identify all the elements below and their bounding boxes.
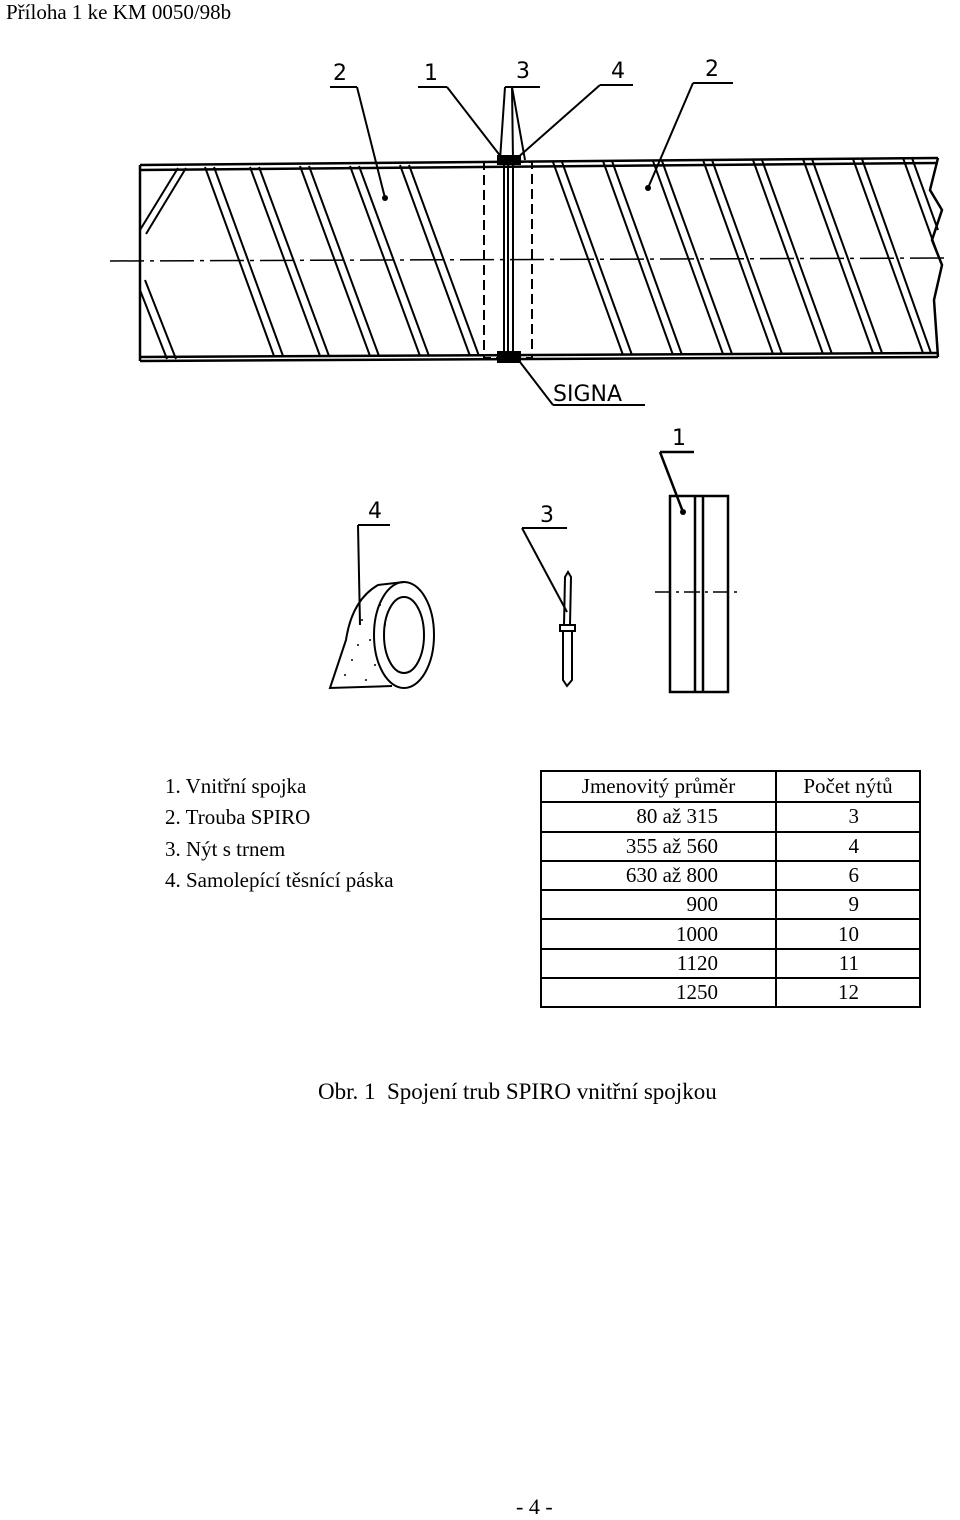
document-header: Příloha 1 ke KM 0050/98b — [6, 0, 232, 24]
cell-rivets: 9 — [775, 889, 921, 921]
inner-coupling — [655, 450, 740, 694]
cell-diameter: 1000 — [540, 918, 777, 950]
legend-item: 4. Samolepící těsnící páska — [165, 867, 394, 892]
tape-dots — [344, 604, 386, 681]
top-callouts — [330, 82, 733, 406]
cell-diameter: 1120 — [540, 947, 777, 980]
legend-item: 3. Nýt s trnem — [165, 836, 286, 861]
cell-rivets: 6 — [775, 859, 921, 892]
figure-caption: Obr. 1 Spojení trub SPIRO vnitřní spojko… — [318, 1079, 717, 1104]
spiral-seams — [139, 157, 939, 360]
callout-label-2a: 2 — [333, 61, 347, 86]
cell-diameter: 1250 — [540, 977, 777, 1009]
tape-roll — [328, 524, 435, 690]
column-header-rivet-count: Počet nýtů — [775, 769, 921, 804]
signa-label: SIGNA — [553, 382, 622, 407]
callout-label-2b: 2 — [705, 57, 719, 82]
parts-legend: 1. Vnitřní spojka 2. Trouba SPIRO 3. Nýt… — [165, 771, 394, 896]
callout-label-tape: 4 — [368, 499, 382, 524]
cell-diameter: 900 — [540, 889, 777, 921]
cell-diameter: 630 až 800 — [540, 859, 777, 892]
legend-item: 1. Vnitřní spojka — [165, 774, 307, 798]
technical-drawing: 2 1 3 4 2 SIGNA 4 3 1 — [109, 57, 949, 694]
cell-diameter: 80 až 315 — [540, 801, 777, 833]
callout-label-3: 3 — [516, 59, 530, 84]
callout-label-4: 4 — [611, 59, 625, 84]
cell-diameter: 355 až 560 — [540, 830, 777, 862]
callout-label-1: 1 — [424, 61, 438, 86]
cell-rivets: 11 — [775, 947, 921, 980]
cell-rivets: 3 — [775, 801, 921, 833]
cell-rivets: 4 — [775, 830, 921, 862]
centre-line — [109, 257, 949, 262]
legend-item: 2. Trouba SPIRO — [165, 805, 311, 830]
cell-rivets: 10 — [775, 918, 921, 950]
cell-rivets: 12 — [775, 977, 921, 1009]
table-header-row: Jmenovitý průměr Počet nýtů — [540, 769, 921, 804]
spiro-pipe — [138, 156, 944, 363]
callout-label-coupling: 1 — [672, 426, 686, 451]
page-number: - 4 - — [516, 1494, 553, 1519]
rivet — [521, 527, 576, 688]
callout-label-rivet: 3 — [540, 503, 554, 528]
column-header-diameter: Jmenovitý průměr — [540, 769, 777, 804]
